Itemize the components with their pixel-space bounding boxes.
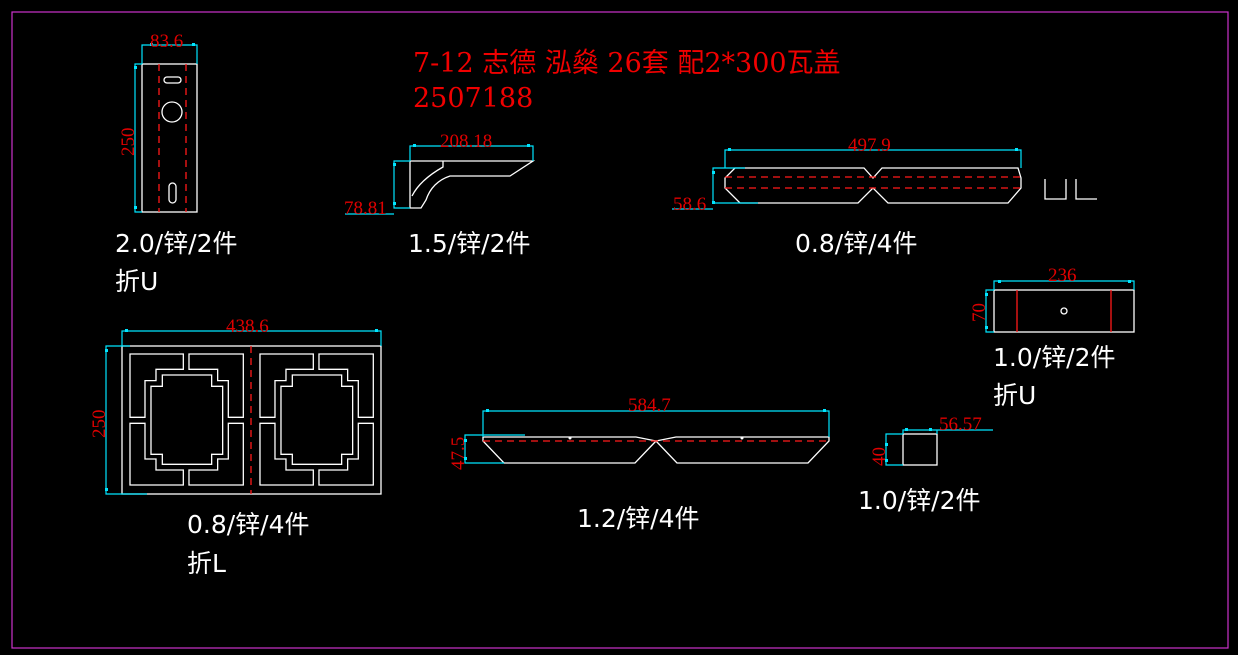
dim-height: 40 (869, 447, 890, 466)
slot-hole (163, 76, 182, 84)
dim-width: 236 (1048, 265, 1077, 286)
dim-width: 584.7 (628, 395, 671, 416)
part-label: 1.2/锌/4件 (577, 504, 700, 533)
title-line1: 7-12 志德 泓燊 26套 配2*300瓦盖 (413, 48, 841, 79)
part-5-lattice-panel[interactable] (105, 329, 382, 495)
dim-width: 438.6 (226, 316, 269, 337)
part-3-double-hex-strip[interactable] (672, 148, 1097, 210)
part-4-rect-plate[interactable] (985, 280, 1135, 333)
ul-profile-icon (1044, 179, 1097, 200)
part-2-curved-bracket[interactable] (345, 144, 536, 215)
drawing-border (11, 11, 1229, 649)
part-7-small-block[interactable] (885, 428, 993, 466)
part-note: 折U (993, 381, 1036, 410)
part-label: 1.5/锌/2件 (408, 229, 531, 258)
dim-width: 56.57 (939, 414, 982, 435)
part-note: 折L (187, 549, 226, 578)
dim-height: 250 (89, 410, 110, 439)
dim-height: 78.81 (344, 198, 387, 219)
dim-height: 47.5 (448, 437, 469, 470)
dim-width: 83.6 (150, 31, 183, 52)
dim-height: 58.6 (673, 194, 706, 215)
part-1-bracket-plate[interactable] (134, 43, 198, 213)
round-hole (1060, 307, 1068, 315)
part-label: 2.0/锌/2件 (115, 229, 238, 258)
part-label: 0.8/锌/4件 (795, 229, 918, 258)
dim-height: 250 (118, 128, 139, 157)
part-label: 0.8/锌/4件 (187, 510, 310, 539)
title-line2: 2507188 (413, 83, 533, 114)
dim-height: 70 (969, 303, 990, 322)
part-note: 折U (115, 267, 158, 296)
part-label: 1.0/锌/2件 (993, 343, 1116, 372)
part-6-long-strip[interactable] (464, 409, 830, 464)
dim-width: 497.9 (848, 135, 891, 156)
part-label: 1.0/锌/2件 (858, 486, 981, 515)
dim-width: 208.18 (440, 131, 492, 152)
round-hole (161, 101, 183, 123)
slot-hole (168, 182, 177, 204)
